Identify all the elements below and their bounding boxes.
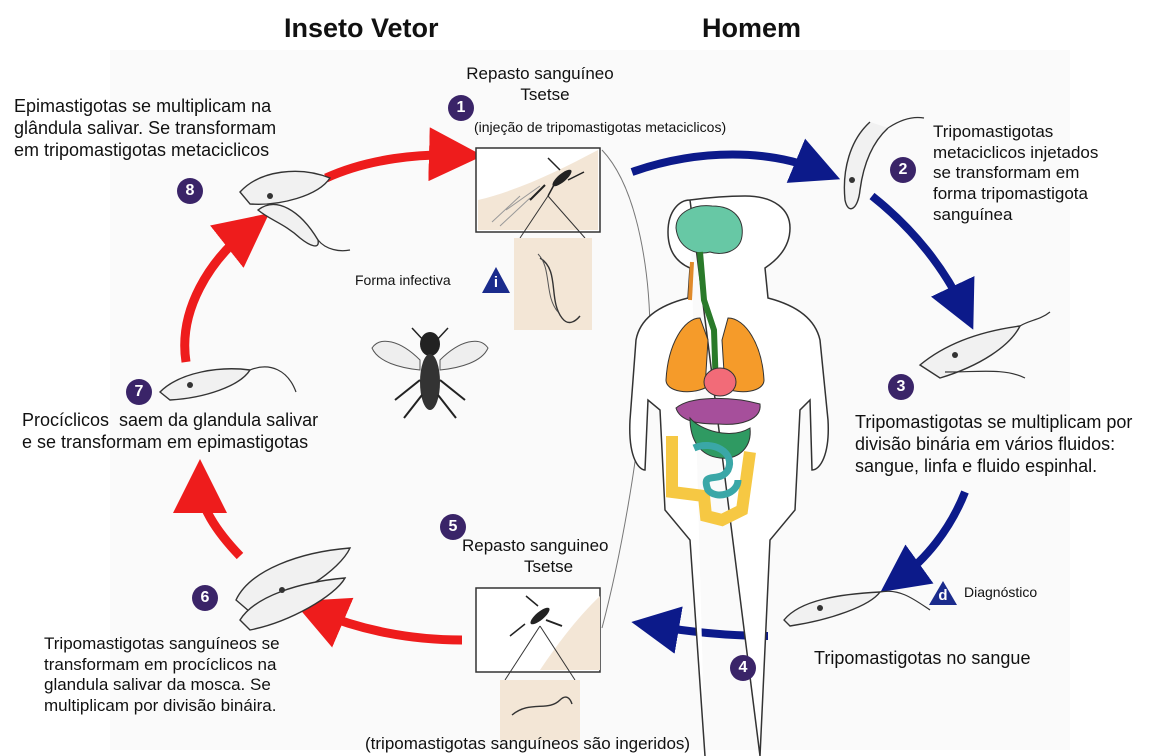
step-4-label: Tripomastigotas no sangue	[814, 648, 1030, 670]
step-3-badge: 3	[888, 374, 914, 400]
step-7-line-2: e se transformam em epimastigotas	[22, 432, 318, 454]
step-3-label: Tripomastigotas se multiplicam por divis…	[855, 412, 1132, 478]
step-4-badge: 4	[730, 655, 756, 681]
step-5-line-1: Repasto sanguineo	[462, 536, 609, 557]
diagnostic-icon: d	[928, 580, 958, 606]
infective-form-icon: i	[481, 266, 511, 294]
step-3-line-2: divisão binária em vários fluidos:	[855, 434, 1132, 456]
step-2-label: Tripomastigotas metaciclicos injetados s…	[933, 122, 1098, 226]
step-7-line-1: Procíclicos saem da glandula salivar	[22, 410, 318, 432]
step-8-label: Epimastigotas se multiplicam na glândula…	[14, 96, 276, 162]
step-2-line-5: sanguínea	[933, 205, 1098, 226]
step-5-line-2: Tsetse	[462, 557, 609, 578]
step-1-line-2: Tsetse	[440, 85, 640, 106]
step-6-line-3: glandula salivar da mosca. Se	[44, 675, 280, 696]
step-2-line-1: Tripomastigotas	[933, 122, 1098, 143]
step-6-label: Tripomastigotas sanguíneos se transforma…	[44, 634, 280, 717]
step-1-note: (injeção de tripomastigotas metaciclicos…	[474, 119, 726, 136]
diagnostic-label: Diagnóstico	[964, 584, 1037, 601]
infective-form-letter: i	[481, 274, 511, 291]
step-6-line-4: multiplicam por divisão bináira.	[44, 696, 280, 717]
step-6-line-1: Tripomastigotas sanguíneos se	[44, 634, 280, 655]
step-8-line-1: Epimastigotas se multiplicam na	[14, 96, 276, 118]
step-2-line-2: metaciclicos injetados	[933, 143, 1098, 164]
step-2-line-3: se transformam em	[933, 163, 1098, 184]
step-2-badge: 2	[890, 157, 916, 183]
step-6-badge: 6	[192, 585, 218, 611]
diagnostic-letter: d	[928, 587, 958, 604]
step-7-badge: 7	[126, 379, 152, 405]
step-1-label: Repasto sanguíneo Tsetse	[440, 64, 640, 105]
step-8-badge: 8	[177, 178, 203, 204]
step-7-label: Procíclicos saem da glandula salivar e s…	[22, 410, 318, 454]
step-5-label: Repasto sanguineo Tsetse	[462, 536, 609, 577]
step-2-line-4: forma tripomastigota	[933, 184, 1098, 205]
heading-human: Homem	[702, 12, 801, 45]
step-1-line-1: Repasto sanguíneo	[440, 64, 640, 85]
step-5-note: (tripomastigotas sanguíneos são ingerido…	[365, 734, 690, 755]
step-8-line-3: em tripomastigotas metaciclicos	[14, 140, 276, 162]
step-6-line-2: transformam em procíclicos na	[44, 655, 280, 676]
step-4-line-1: Tripomastigotas no sangue	[814, 648, 1030, 670]
step-3-line-3: sangue, linfa e fluido espinhal.	[855, 456, 1132, 478]
bite-illustration-top	[476, 148, 600, 232]
heading-insect-vector: Inseto Vetor	[284, 12, 439, 45]
step-8-line-2: glândula salivar. Se transformam	[14, 118, 276, 140]
step-3-line-1: Tripomastigotas se multiplicam por	[855, 412, 1132, 434]
infective-form-label: Forma infectiva	[355, 272, 451, 289]
